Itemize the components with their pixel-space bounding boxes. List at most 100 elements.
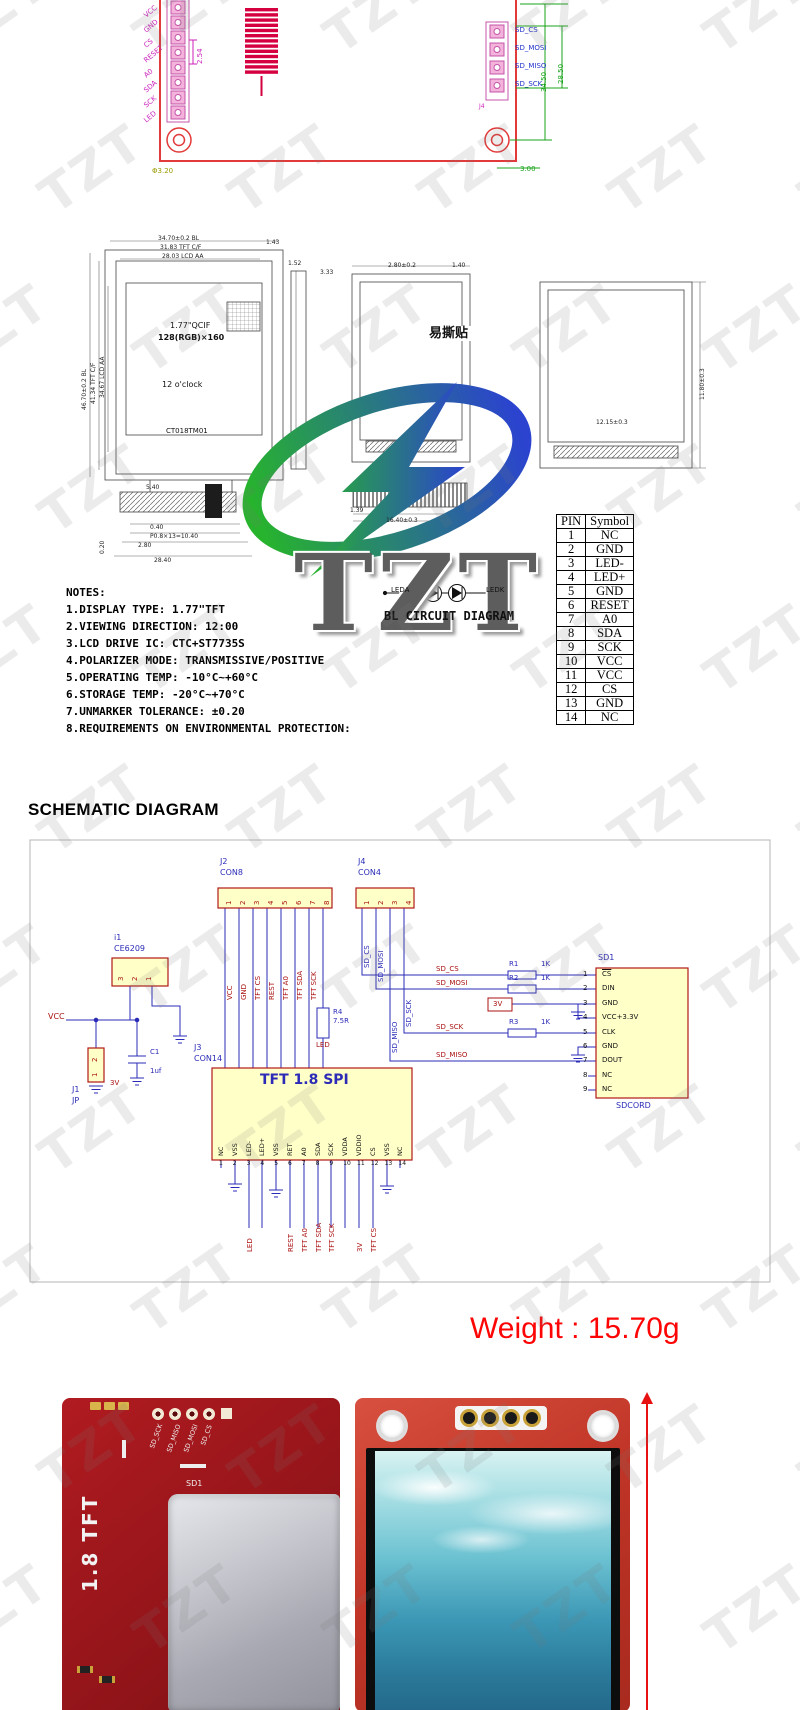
arrow-head-icon [641, 1392, 653, 1404]
pin-table-cell: 13 [555, 696, 587, 711]
pin-table-cell: 1 [555, 528, 587, 543]
pin-table-cell: 7 [555, 612, 587, 627]
pin-table-cell: 6 [555, 598, 587, 613]
pin-table-cell: 8 [555, 626, 587, 641]
schematic-heading: SCHEMATIC DIAGRAM [28, 800, 219, 819]
module-front-photo [355, 1398, 630, 1710]
top-pcb-left-header [166, 0, 190, 123]
pin-table-cell: LED- [585, 556, 635, 571]
pin-header [455, 1406, 547, 1430]
pin-table-cell: RESET [585, 598, 635, 613]
pin-table-header: Symbol [585, 514, 635, 529]
header-hole [526, 1412, 538, 1424]
pin-table-cell: A0 [585, 612, 635, 627]
module-back-photo [62, 1398, 340, 1710]
pin-table-cell: VCC [585, 668, 635, 683]
note-line: 8.REQUIREMENTS ON ENVIRONMENTAL PROTECTI… [66, 722, 351, 735]
pin-table-cell: 10 [555, 654, 587, 669]
pin-table-cell: GND [585, 696, 635, 711]
mounting-hole [379, 1413, 405, 1439]
dimension-arrow [641, 1392, 653, 1710]
pin-table-cell: 3 [555, 556, 587, 571]
schematic-components [87, 887, 689, 1161]
gold-pad [90, 1402, 101, 1410]
pin-pad [203, 1408, 215, 1420]
gold-pad [104, 1402, 115, 1410]
pin-table-cell: 12 [555, 682, 587, 697]
pin-table-cell: 5 [555, 584, 587, 599]
note-line: 7.UNMARKER TOLERANCE: ±0.20 [66, 705, 245, 718]
mounting-hole [590, 1413, 616, 1439]
top-pcb-mounting-holes [166, 127, 510, 153]
top-pcb-barcode [245, 8, 278, 96]
silkscreen-mark [180, 1464, 206, 1468]
pin-table-cell: 9 [555, 640, 587, 655]
note-line: 6.STORAGE TEMP: -20°C~+70°C [66, 688, 245, 701]
notes-section: NOTES: 1.DISPLAY TYPE: 1.77"TFT 2.VIEWING… [66, 584, 351, 737]
pin-table-cell: SDA [585, 626, 635, 641]
weight-text: Weight : 15.70g [470, 1312, 680, 1345]
note-line: 3.LCD DRIVE IC: CTC+ST7735S [66, 637, 245, 650]
pin-table-header: PIN [555, 514, 587, 529]
pin-table-cell: NC [585, 710, 635, 725]
pin-pad-square [221, 1408, 232, 1419]
pin-pad [169, 1408, 181, 1420]
pin-pad [152, 1408, 164, 1420]
top-pcb-dim-lines [497, 3, 568, 169]
pin-table-cell: 14 [555, 710, 587, 725]
schematic-frame [29, 839, 771, 1283]
component [102, 1676, 112, 1683]
component [80, 1666, 90, 1673]
note-line: 5.OPERATING TEMP: -10°C~+60°C [66, 671, 259, 684]
notes-list: 1.DISPLAY TYPE: 1.77"TFT 2.VIEWING DIRECT… [66, 601, 351, 737]
pin-table-cell: CS [585, 682, 635, 697]
note-line: 1.DISPLAY TYPE: 1.77"TFT [66, 603, 225, 616]
note-line: 4.POLARIZER MODE: TRANSMISSIVE/POSITIVE [66, 654, 325, 667]
top-pcb-outline [159, 0, 517, 162]
schematic-grounds [89, 1011, 585, 1198]
note-line: 2.VIEWING DIRECTION: 12:00 [66, 620, 239, 633]
pin-table-cell: GND [585, 542, 635, 557]
pin-table-cell: 11 [555, 668, 587, 683]
header-hole [463, 1412, 475, 1424]
pin-table-cell: 2 [555, 542, 587, 557]
pin-table-cell: GND [585, 584, 635, 599]
silkscreen-mark [122, 1440, 126, 1458]
pin-table-cell: NC [585, 528, 635, 543]
top-pcb-pitch-dim [189, 39, 197, 65]
pin-table-cell: SCK [585, 640, 635, 655]
notes-title: NOTES: [66, 586, 106, 599]
header-hole [505, 1412, 517, 1424]
header-hole [484, 1412, 496, 1424]
schematic-wires [66, 908, 596, 1228]
top-pcb-right-header [485, 21, 509, 101]
bl-circuit-drawing [382, 584, 507, 602]
screen-demo-image [375, 1451, 611, 1710]
pin-table-cell: LED+ [585, 570, 635, 585]
pin-table-cell: VCC [585, 654, 635, 669]
gold-pad [118, 1402, 129, 1410]
lcd-screen [366, 1448, 620, 1710]
sd-card-holder [168, 1494, 340, 1710]
schematic-resistors [316, 970, 537, 1039]
pin-table-cell: 4 [555, 570, 587, 585]
mech-drawing [89, 240, 706, 557]
